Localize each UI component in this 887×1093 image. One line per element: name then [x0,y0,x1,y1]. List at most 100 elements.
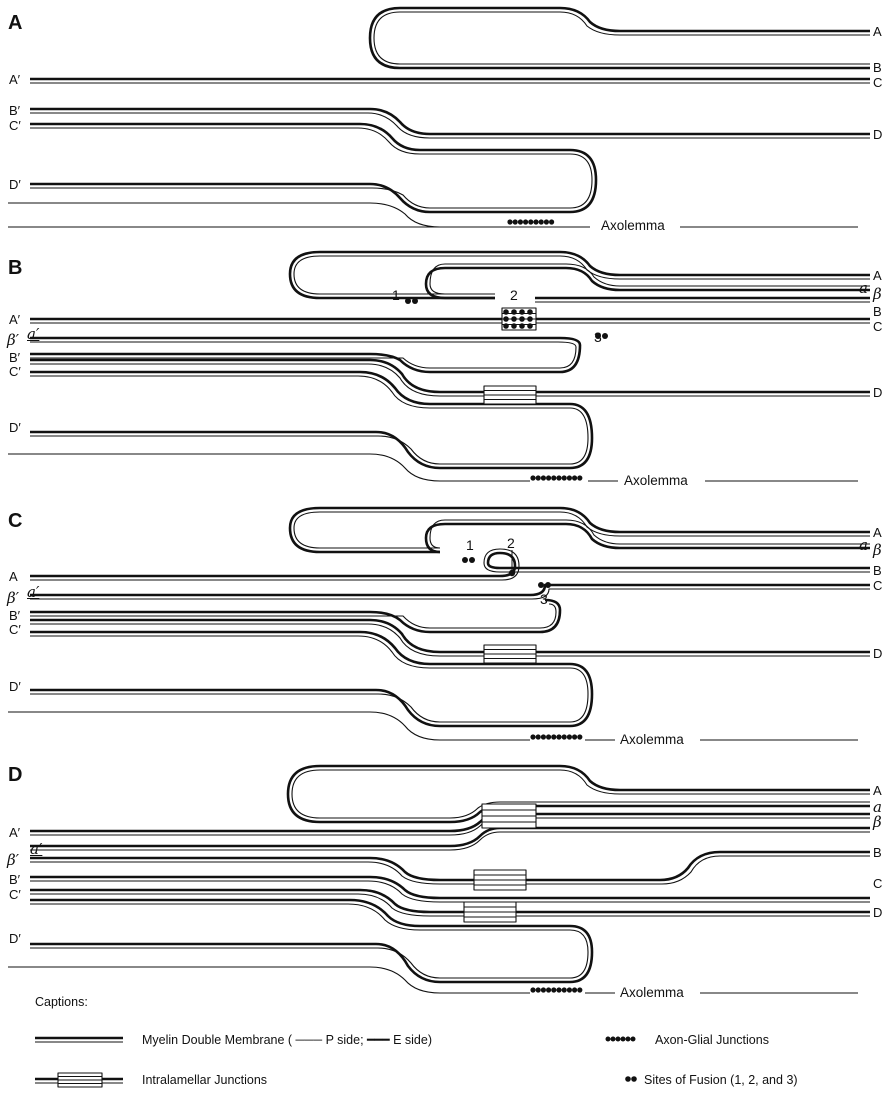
panel-b-fusion-site-1 [412,298,418,304]
legend-intralamellar-label: Intralamellar Junctions [142,1073,267,1087]
panel-a-axon-glial-junction [513,219,518,224]
panel-letter-b: B [8,258,22,278]
panel-b-right-label-c: C [873,320,882,334]
panel-b-left-label-alpha: a′ [27,327,39,341]
panel-a-axolemma-curve [8,203,520,227]
panel-b-axolemma-label: Axolemma [621,474,691,488]
panel-c-right-label-c: C [873,579,882,593]
panel-a-axon-glial-junction [523,219,528,224]
panel-c-right-label-alpha: a [859,538,868,552]
panel-c-axon-glial-junction [577,734,582,739]
panel-b-axon-glial-junction [567,475,572,480]
panel-letter-d: D [8,765,22,785]
panel-c-fusion-site-1 [469,557,475,563]
panel-b-fusion-label-2: 2 [510,288,518,302]
panel-d-axon-glial-junction [546,987,551,992]
panel-c-axon-glial-junction [551,734,556,739]
panel-b-fusion-site-2a [503,309,509,315]
panel-b-fusion-site-2b [503,316,509,322]
panel-c-right-label-b: B [873,564,882,578]
panel-b-left-label-beta: β′ [7,333,19,347]
panel-b-loop-beta-e-side [30,338,580,372]
panel-d-right-label-b: B [873,846,882,860]
panel-d-left-label-d: D′ [9,932,21,946]
panel-b-fusion-site-2a [527,309,533,315]
legend-axon-glial-symbol [611,1037,616,1042]
panel-c-axon-glial-junction [556,734,561,739]
panel-b-fusion-label-1: 1 [392,288,400,302]
panel-b-fusion-site-2b [519,316,525,322]
legend-title: Captions: [35,995,88,1009]
panel-d-right-label-d: D [873,906,882,920]
panel-b-left-label-b: B′ [9,351,20,365]
panel-a-axon-glial-junction [518,219,523,224]
panel-a-axon-glial-junction [507,219,512,224]
panel-b-axon-glial-junction [562,475,567,480]
panel-a-right-label-a: A [873,25,882,39]
panel-b-right-label-beta: β [873,287,882,301]
panel-b-fusion-site-3 [602,333,608,339]
panel-a-axon-glial-junction [539,219,544,224]
panel-b-right-label-b: B [873,305,882,319]
panel-a-axon-glial-junction [528,219,533,224]
panel-a-loop-ab-e-side [370,8,870,68]
panel-d-axon-glial-junction [551,987,556,992]
legend-axon-glial-label: Axon-Glial Junctions [655,1033,769,1047]
panel-b-left-label-a: A′ [9,313,20,327]
panel-b-left-label-c: C′ [9,365,21,379]
panel-a-loop-cd-e-side [30,124,596,212]
panel-c-inner-loop-e-side [426,524,870,552]
panel-b-axon-glial-junction [577,475,582,480]
panel-b-fusion-site-2a [511,309,517,315]
panel-b-fusion-site-2c [511,323,517,329]
panel-b-fusion-site-2b [511,316,517,322]
panel-b-fusion-label-3: 3 [594,330,602,344]
panel-d-axolemma-curve [8,967,530,993]
panel-d-axon-glial-junction [556,987,561,992]
panel-c-left-label-c: C′ [9,623,21,637]
panel-c-fusion-site-1 [462,557,468,563]
panel-a-right-label-d: D [873,128,882,142]
panel-d-right-label-alpha: a [873,800,882,814]
panel-d-axon-glial-junction [541,987,546,992]
panel-c-outer-loop-e-side [290,508,870,552]
panel-d-left-label-beta: β′ [7,853,19,867]
panel-letter-c: C [8,511,22,531]
panel-b-right-label-a: A [873,269,882,283]
panel-c-right-label-a: A [873,526,882,540]
panel-b-axon-glial-junction [530,475,535,480]
panel-b-fusion-site-1 [405,298,411,304]
panel-c-right-label-beta: β [873,543,882,557]
panel-d-axolemma-label: Axolemma [617,986,687,1000]
panel-c-fusion-site-3 [538,582,544,588]
panel-letter-a: A [8,13,22,33]
panel-c-axolemma-label: Axolemma [617,733,687,747]
panel-c-left-label-beta: β′ [7,591,19,605]
legend-fusion-symbol [631,1076,637,1082]
panel-c-axon-glial-junction [567,734,572,739]
panel-d-outer-loop-p-side [292,770,870,818]
panel-b-fusion-site-2c [503,323,509,329]
panel-b-axon-glial-junction [551,475,556,480]
panel-b-fusion-site-2a [519,309,525,315]
panel-d-axon-glial-junction [530,987,535,992]
panel-d-left-label-b: B′ [9,873,20,887]
panel-a-left-label-c: C′ [9,119,21,133]
panel-b-axon-glial-junction [546,475,551,480]
panel-c-outer-loop-p-side [294,512,870,548]
panel-c-line-c-e-side [30,585,870,595]
panel-b-right-label-d: D [873,386,882,400]
legend-axon-glial-symbol [626,1037,631,1042]
panel-a-left-label-d: D′ [9,178,21,192]
panel-a-loop-ab-p-side [374,12,870,64]
panel-a-left-label-a: A′ [9,73,20,87]
panel-c-left-label-d: D′ [9,680,21,694]
panel-d-right-label-c: C [873,877,882,891]
panel-b-left-label-d: D′ [9,421,21,435]
panel-c-fusion-label-1: 1 [466,538,474,552]
panel-b-right-label-alpha: a [859,281,868,295]
panel-a-left-label-b: B′ [9,104,20,118]
panel-a-right-label-b: B [873,61,882,75]
panel-a-axon-glial-junction [549,219,554,224]
